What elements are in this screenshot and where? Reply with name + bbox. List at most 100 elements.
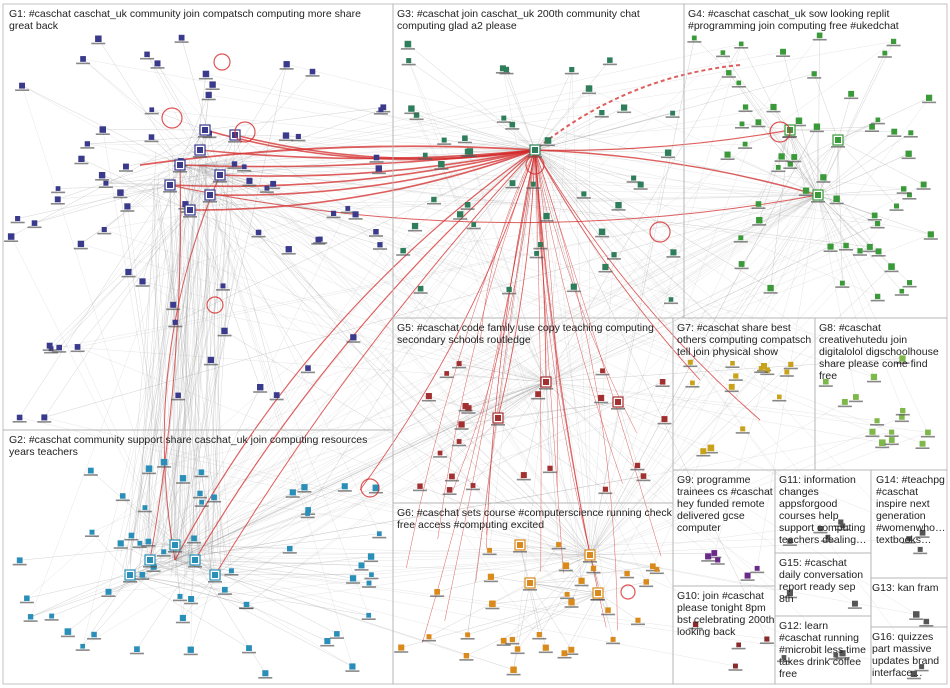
self-loop-edge bbox=[620, 584, 636, 600]
graph-edge-strong bbox=[534, 149, 599, 587]
graph-edge bbox=[149, 478, 184, 561]
graph-node-label bbox=[867, 219, 882, 221]
graph-node-label bbox=[205, 88, 220, 90]
graph-node bbox=[900, 407, 906, 414]
graph-node-label bbox=[340, 211, 355, 214]
graph-node bbox=[692, 621, 699, 628]
graph-node-label bbox=[816, 181, 831, 183]
graph-edge bbox=[30, 381, 547, 618]
graph-node bbox=[170, 301, 177, 308]
graph-edge bbox=[129, 535, 132, 576]
graph-edge bbox=[181, 37, 221, 176]
graph-node-label bbox=[217, 334, 232, 337]
graph-node bbox=[315, 236, 322, 243]
graph-edge bbox=[149, 502, 202, 561]
graph-edge bbox=[149, 559, 353, 667]
graph-edge bbox=[817, 194, 929, 433]
graph-node bbox=[128, 532, 135, 539]
graph-node bbox=[142, 505, 148, 510]
graph-edge bbox=[121, 260, 194, 573]
graph-edge bbox=[108, 381, 547, 592]
graph-edge bbox=[790, 139, 839, 165]
graph-node-label bbox=[871, 255, 886, 257]
graph-edge bbox=[129, 149, 536, 576]
graph-edge bbox=[589, 266, 892, 556]
graph-node-label bbox=[408, 229, 422, 232]
graph-edge bbox=[157, 198, 212, 570]
graph-edge bbox=[174, 223, 878, 561]
graph-node-label bbox=[661, 156, 675, 159]
graph-node bbox=[345, 206, 351, 211]
graph-edge bbox=[174, 194, 211, 561]
graph-edge bbox=[153, 186, 165, 550]
graph-edge bbox=[169, 189, 196, 551]
graph-node-label bbox=[532, 637, 547, 640]
graph-node bbox=[838, 519, 844, 525]
graph-node bbox=[893, 203, 899, 209]
graph-node-label bbox=[285, 496, 300, 498]
graph-node-label bbox=[368, 491, 383, 494]
graph-edge bbox=[245, 194, 819, 605]
graph-edge bbox=[199, 164, 546, 648]
graph-edge bbox=[174, 52, 724, 561]
graph-node bbox=[827, 243, 834, 250]
graph-node-label bbox=[894, 294, 909, 296]
self-loop-edge bbox=[649, 221, 671, 243]
graph-edge bbox=[519, 544, 591, 556]
graph-node-label bbox=[539, 388, 553, 390]
graph-node bbox=[509, 121, 516, 128]
group-label-g11: G11: information changes appsforgood cou… bbox=[779, 474, 867, 546]
graph-node bbox=[742, 141, 748, 147]
graph-node-label bbox=[792, 124, 806, 127]
graph-node bbox=[843, 242, 849, 249]
graph-node-label bbox=[611, 408, 625, 410]
graph-node-label bbox=[369, 161, 384, 163]
graph-edge bbox=[459, 401, 619, 442]
graph-node-label bbox=[373, 248, 387, 250]
group-panel-borders bbox=[2, 3, 948, 685]
graph-node-avatar bbox=[192, 557, 198, 563]
graph-edge bbox=[234, 134, 348, 209]
graph-node-label bbox=[242, 651, 256, 654]
graph-node bbox=[848, 90, 855, 97]
graph-node-label bbox=[870, 424, 885, 426]
graph-node bbox=[687, 359, 693, 365]
graph-node-label bbox=[538, 651, 553, 654]
graph-edge bbox=[34, 184, 171, 224]
graph-edge bbox=[545, 381, 647, 583]
graph-edge bbox=[437, 554, 591, 592]
graph-node bbox=[813, 123, 821, 130]
graph-edge bbox=[741, 123, 791, 131]
graph-edge bbox=[153, 381, 547, 567]
graph-edge bbox=[534, 149, 672, 300]
graph-edge bbox=[174, 64, 287, 561]
graph-edge bbox=[199, 164, 380, 534]
graph-edge bbox=[490, 576, 531, 584]
graph-node bbox=[446, 487, 453, 493]
graph-edge bbox=[513, 582, 531, 670]
group-label-g1: G1: #caschat caschat_uk community join c… bbox=[9, 8, 361, 32]
graph-edge bbox=[307, 149, 536, 510]
graph-node-label bbox=[12, 563, 27, 566]
graph-node bbox=[874, 418, 880, 424]
graph-edge bbox=[461, 401, 619, 425]
graph-edge bbox=[545, 35, 820, 383]
graph-node bbox=[786, 589, 794, 597]
graph-edge bbox=[401, 592, 599, 648]
graph-edge bbox=[131, 201, 184, 545]
graph-edge bbox=[497, 417, 606, 490]
graph-node-label bbox=[502, 292, 517, 295]
group-label-g6: G6: #caschat sets course #computerscienc… bbox=[397, 507, 672, 531]
graph-node bbox=[350, 334, 357, 341]
graph-edge bbox=[194, 492, 293, 561]
graph-edge bbox=[817, 194, 857, 398]
graph-node-label bbox=[413, 292, 428, 294]
graph-edge bbox=[199, 164, 791, 365]
graph-edge bbox=[534, 149, 537, 254]
graph-node-label bbox=[483, 580, 498, 583]
graph-edge bbox=[199, 164, 903, 359]
graph-edge bbox=[523, 381, 547, 476]
graph-edge bbox=[213, 231, 218, 553]
graph-node-label bbox=[258, 677, 273, 679]
graph-edge bbox=[534, 149, 619, 206]
